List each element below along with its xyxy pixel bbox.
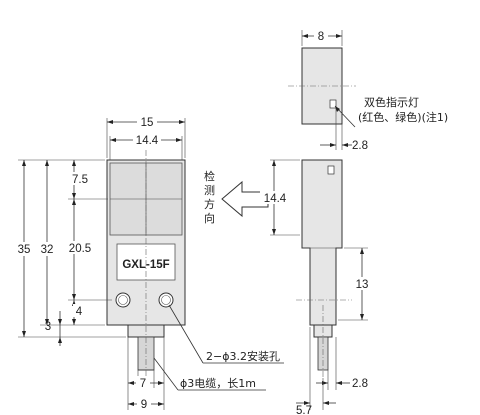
detect-char-4: 向: [204, 211, 215, 225]
mounting-hole-left: [115, 292, 131, 308]
dim-7-5: 7.5: [72, 174, 88, 186]
hole-note: 2−ϕ3.2安装孔: [206, 349, 280, 363]
side-view: 14.4 13 2.8 5.7: [260, 159, 372, 415]
dim-4: 4: [76, 306, 83, 318]
dim-20-5: 20.5: [69, 243, 91, 255]
dim-2-8-bottom: 2.8: [352, 378, 368, 390]
dim-width-15: 15: [141, 117, 154, 129]
dim-2-8-top: 2.8: [352, 140, 368, 152]
detect-char-2: 测: [204, 184, 215, 197]
dim-height-35: 35: [18, 244, 31, 256]
dim-9: 9: [141, 399, 147, 411]
dim-14-4-side: 14.4: [264, 193, 287, 205]
dim-3: 3: [45, 321, 51, 333]
dim-13: 13: [356, 279, 369, 291]
cable-note: ϕ3电缆，长1m: [180, 377, 256, 390]
dim-8: 8: [318, 31, 324, 43]
side-indicator-led: [327, 165, 335, 175]
detection-direction: 检 测 方 向: [204, 169, 269, 225]
detect-char-3: 方: [204, 197, 215, 211]
indicator-led: [329, 99, 337, 109]
dim-width-14-4: 14.4: [136, 135, 159, 147]
detect-char-1: 检: [204, 169, 215, 183]
front-view: GXL-15F 15 14.4: [14, 115, 284, 411]
top-view: 8 2.8 双色指示灯 (红色、绿色)(注1): [288, 29, 448, 152]
mounting-hole-right: [158, 292, 174, 308]
dim-5-7: 5.7: [296, 405, 312, 415]
dim-height-32: 32: [41, 244, 54, 256]
indicator-note-line1: 双色指示灯: [364, 95, 419, 109]
indicator-note-line2: (红色、绿色)(注1): [358, 110, 448, 124]
dim-7: 7: [140, 378, 146, 390]
